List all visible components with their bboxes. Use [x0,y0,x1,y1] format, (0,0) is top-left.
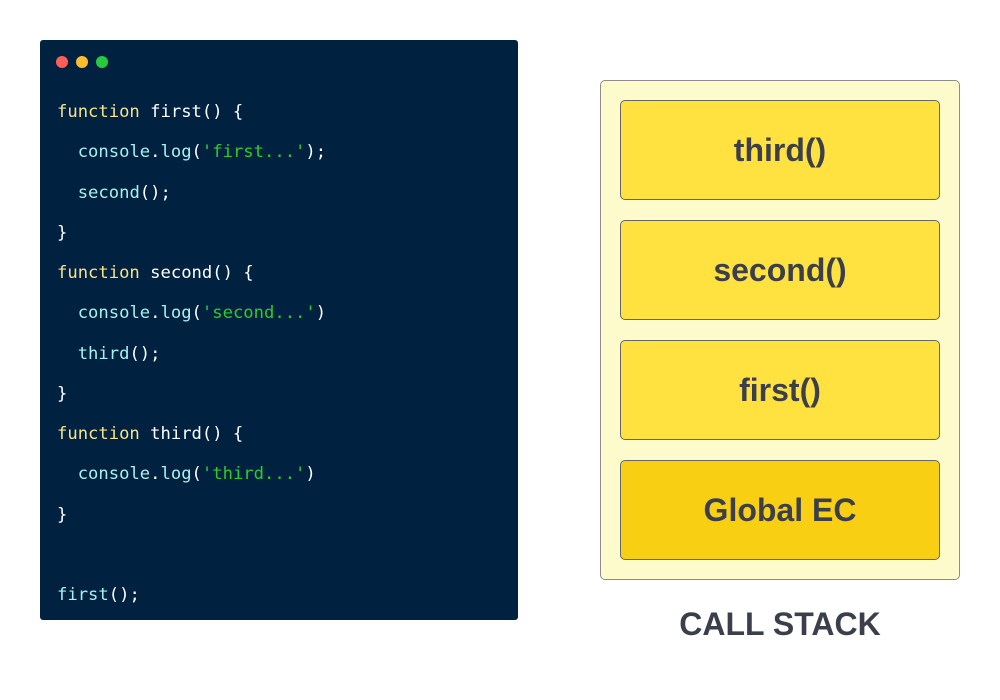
code-line: second(); [57,183,171,203]
code-line: function third() { [57,424,243,444]
stack-frame-first: first() [620,340,940,440]
code-token: } [57,222,68,243]
code-token: . [150,303,161,324]
code-token: 'third...' [201,464,306,485]
stack-frame-global: Global EC [620,460,940,560]
code-line: } [57,384,67,404]
stack-frame-third: third() [620,100,940,200]
code-line: console.log('third...') [57,464,316,484]
code-token: 'second...' [201,303,316,324]
code-token: 'first...' [201,142,306,163]
code-token: first() { [139,102,244,122]
code-line: first(); [57,585,140,605]
code-token: log [160,303,192,324]
code-token: (); [129,343,161,364]
code-token: function [57,102,140,122]
code-token: log [160,464,192,485]
code-line: } [57,505,67,525]
code-token: ) [305,464,316,485]
code-token: (); [139,182,171,203]
maximize-dot-icon [96,56,108,68]
code-token [57,303,78,323]
code-token: first [57,585,109,605]
code-line: } [57,223,67,243]
code-token: second [77,182,140,203]
code-token: (); [108,585,140,605]
code-token: . [150,464,161,485]
code-token: third() { [139,424,244,444]
code-token: ); [305,142,327,163]
code-line: function second() { [57,263,254,283]
code-token: log [160,142,192,163]
code-line: third(); [57,344,161,364]
code-token: } [57,504,68,525]
call-stack: third() second() first() Global EC [600,80,960,580]
code-token: console [77,142,151,163]
code-token: console [77,303,151,324]
code-token [57,183,78,203]
code-line: function first() { [57,102,243,122]
code-token: second() { [139,263,254,283]
code-line: console.log('first...'); [57,142,326,162]
code-token: third [77,343,130,364]
close-dot-icon [56,56,68,68]
code-token: ( [191,464,202,485]
call-stack-label: CALL STACK [679,606,881,642]
code-token: function [57,424,140,444]
code-token [57,142,78,162]
code-editor: function first() { console.log('first...… [40,40,518,620]
minimize-dot-icon [76,56,88,68]
code-token: } [57,383,68,404]
code-token: console [77,464,151,485]
code-token: ( [191,303,202,324]
code-token [57,464,78,484]
stack-frame-second: second() [620,220,940,320]
code-token [57,344,78,364]
code-token: ) [315,303,327,324]
code-token: ( [191,142,202,163]
code-token: function [57,263,140,283]
code-token: . [150,142,161,163]
code-line: console.log('second...') [57,303,326,323]
